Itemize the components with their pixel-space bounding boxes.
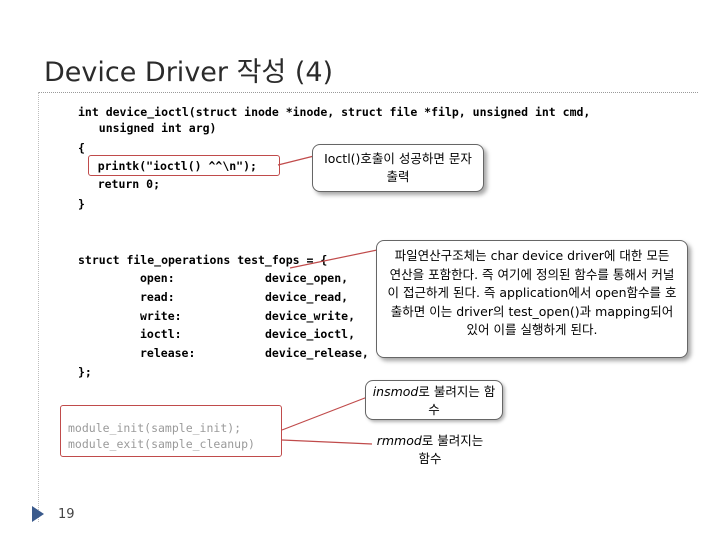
ioctl-callout-text: Ioctl()호출이 성공하면 문자 출력 <box>324 151 472 184</box>
code-line-fops-footer: }; <box>78 365 92 379</box>
code-line-module-init: module_init(sample_init); <box>68 421 242 435</box>
insmod-keyword: insmod <box>372 384 419 399</box>
fops-value-release: device_release, <box>265 346 369 360</box>
code-line-ioctl-signature: int device_ioctl(struct inode *inode, st… <box>78 105 591 119</box>
fops-value-write: device_write, <box>265 309 356 323</box>
page-title: Device Driver 작성 (4) <box>44 57 334 88</box>
ioctl-callout: Ioctl()호출이 성공하면 문자 출력 <box>312 144 484 192</box>
page-number: 19 <box>58 507 75 522</box>
fops-callout: 파일연산구조체는 char device driver에 대한 모든 연산을 포… <box>376 240 688 358</box>
fops-value-open: device_open, <box>265 271 349 285</box>
code-line-module-exit: module_exit(sample_cleanup) <box>68 437 255 451</box>
printk-highlight <box>88 155 280 176</box>
page-bullet-icon <box>32 506 44 522</box>
rmmod-keyword: rmmod <box>376 433 422 448</box>
insmod-callout: insmod로 불려지는 함수 <box>365 380 503 420</box>
module-highlight <box>60 405 282 457</box>
rmmod-callout: rmmod로 불려지는 함수 <box>370 430 490 472</box>
fops-field-write: write: <box>140 309 182 323</box>
left-margin-divider <box>38 92 39 522</box>
code-line-fops-header: struct file_operations test_fops = { <box>78 253 328 267</box>
fops-field-release: release: <box>140 346 196 360</box>
fops-callout-text: 파일연산구조체는 char device driver에 대한 모든 연산을 포… <box>387 248 677 337</box>
fops-field-open: open: <box>140 271 175 285</box>
insmod-callout-text: 로 불려지는 함수 <box>418 384 496 417</box>
title-divider <box>38 92 698 93</box>
fops-field-ioctl: ioctl: <box>140 327 182 341</box>
fops-value-read: device_read, <box>265 290 349 304</box>
code-line-ioctl-args: unsigned int arg) <box>78 121 217 135</box>
code-line-open-brace: { <box>78 141 85 155</box>
rmmod-callout-text: 로 불려지는 함수 <box>418 433 484 466</box>
fops-field-read: read: <box>140 290 175 304</box>
code-line-return: return 0; <box>70 177 161 191</box>
code-line-close-brace: } <box>78 197 85 211</box>
code-line-printk: printk("ioctl() ^^\n"); <box>70 159 257 173</box>
fops-value-ioctl: device_ioctl, <box>265 327 356 341</box>
